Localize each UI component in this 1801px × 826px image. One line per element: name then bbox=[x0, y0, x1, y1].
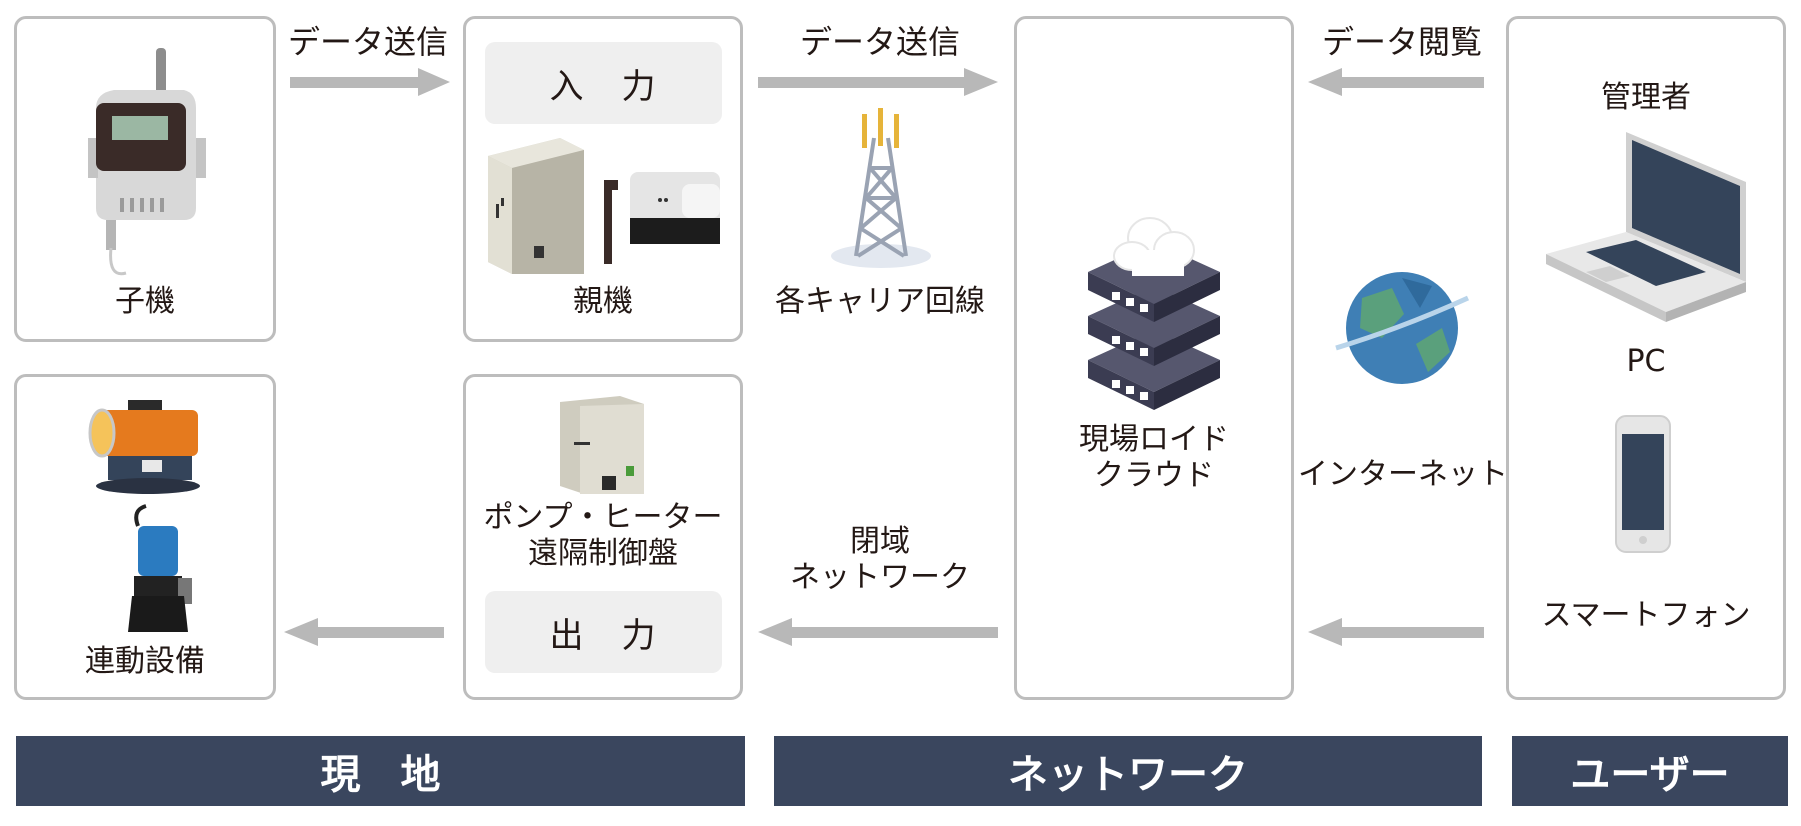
heater-icon bbox=[88, 400, 200, 494]
section-network: ネットワーク bbox=[774, 736, 1482, 806]
arrow-right-1 bbox=[290, 68, 450, 96]
carrier-label: 各キャリア回線 bbox=[775, 284, 985, 319]
arrow-left-view bbox=[1308, 68, 1484, 96]
cell-tower-icon bbox=[831, 108, 931, 268]
section-user: ユーザー bbox=[1512, 736, 1788, 806]
parent-router-icon bbox=[604, 172, 720, 264]
admin-label: 管理者 bbox=[1601, 80, 1691, 115]
arrow-left-bottom-3 bbox=[284, 618, 444, 646]
user-box bbox=[1506, 16, 1786, 700]
smartphone-icon bbox=[1615, 415, 1671, 553]
internet-label: インターネット bbox=[1298, 457, 1508, 492]
linked-equipment-label: 連動設備 bbox=[85, 644, 205, 679]
arrow-left-bottom-2 bbox=[758, 618, 998, 646]
closed-network-line1: 閉域 bbox=[850, 524, 910, 559]
smartphone-label: スマートフォン bbox=[1541, 598, 1751, 633]
cloud-label-line2: クラウド bbox=[1094, 458, 1214, 493]
closed-network-line2: ネットワーク bbox=[790, 560, 970, 595]
output-pill: 出 力 bbox=[485, 591, 722, 673]
arrow-left-bottom-1 bbox=[1308, 618, 1484, 646]
section-site: 現 地 bbox=[16, 736, 745, 806]
laptop-icon bbox=[1546, 132, 1746, 322]
input-pill: 入 力 bbox=[485, 42, 722, 124]
parent-unit-label: 親機 bbox=[573, 284, 633, 319]
globe-icon bbox=[1335, 272, 1470, 384]
send-label-1: データ送信 bbox=[287, 23, 448, 61]
send-label-2: データ送信 bbox=[799, 23, 960, 61]
control-panel-icon bbox=[560, 396, 644, 494]
cloud-server-icon bbox=[1088, 217, 1220, 410]
pump-icon bbox=[128, 504, 192, 632]
pc-label: PC bbox=[1626, 344, 1666, 379]
controller-label-line2: 遠隔制御盤 bbox=[528, 536, 678, 571]
logger-device-icon bbox=[88, 48, 206, 276]
cloud-label-line1: 現場ロイド bbox=[1079, 422, 1229, 457]
child-unit-label: 子機 bbox=[115, 284, 175, 319]
view-label: データ閲覧 bbox=[1321, 23, 1482, 61]
controller-label-line1: ポンプ・ヒーター bbox=[483, 500, 723, 535]
arrow-right-2 bbox=[758, 68, 998, 96]
parent-cabinet-icon bbox=[488, 138, 584, 274]
